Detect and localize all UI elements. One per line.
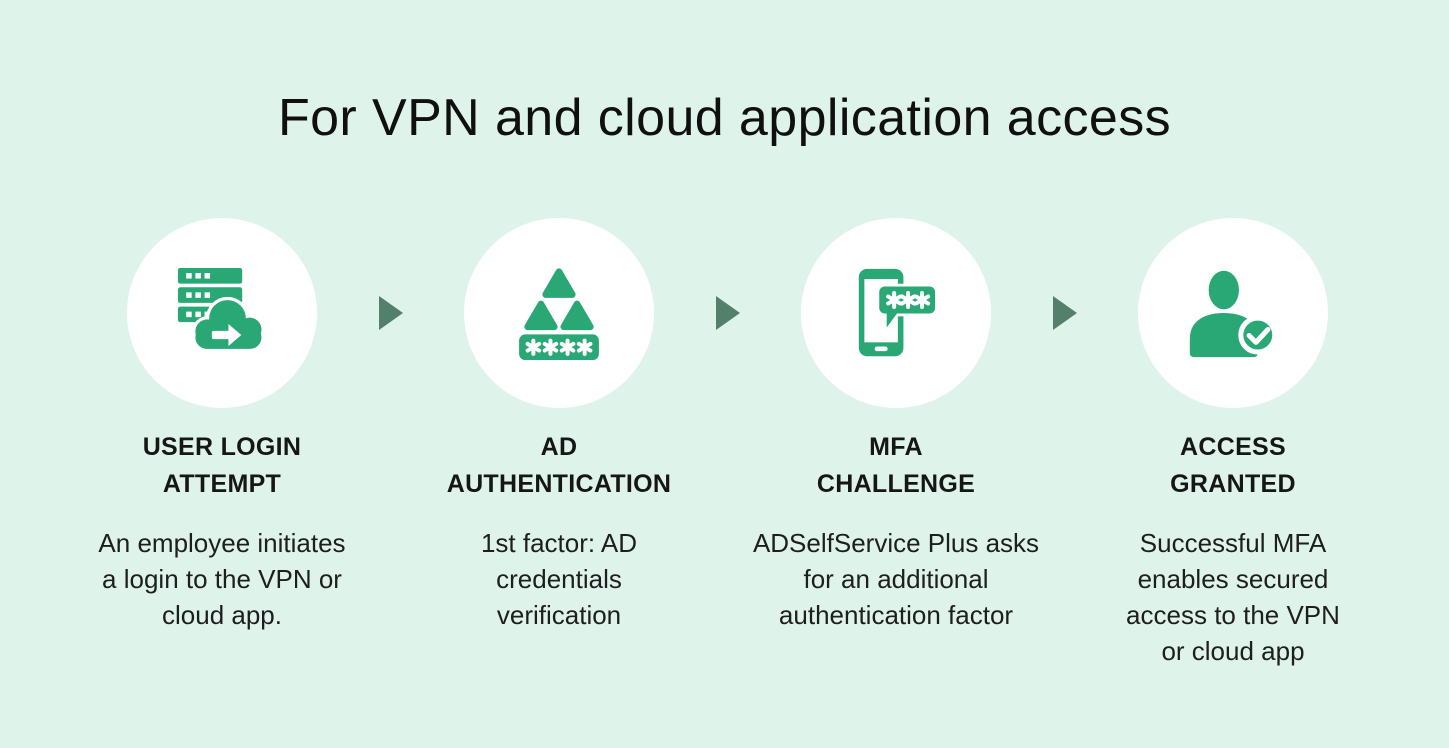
ad-triangles-password-icon bbox=[519, 267, 599, 360]
step-icon-circle bbox=[1138, 218, 1328, 408]
step-icon-circle bbox=[127, 218, 317, 408]
flow-arrow-cell bbox=[372, 218, 409, 408]
step-ad-authentication: AD AUTHENTICATION 1st factor: AD credent… bbox=[409, 218, 709, 633]
flow-arrow-icon bbox=[1052, 296, 1077, 330]
step-description: 1st factor: AD credentials verification bbox=[480, 528, 638, 630]
process-flow: USER LOGIN ATTEMPT An employee initiates… bbox=[0, 218, 1449, 669]
flow-arrow-icon bbox=[378, 296, 403, 330]
step-heading: ACCESS GRANTED bbox=[1170, 433, 1296, 498]
step-heading: MFA CHALLENGE bbox=[816, 433, 976, 498]
step-icon-circle bbox=[801, 218, 991, 408]
phone-otp-icon bbox=[858, 268, 937, 356]
step-heading: AD AUTHENTICATION bbox=[446, 433, 672, 498]
flow-arrow-cell bbox=[709, 218, 746, 408]
user-check-icon bbox=[1189, 270, 1278, 358]
step-mfa-challenge: MFA CHALLENGE ADSelfService Plus asks fo… bbox=[746, 218, 1046, 633]
step-description: ADSelfService Plus asks for an additiona… bbox=[752, 528, 1040, 630]
step-icon-circle bbox=[464, 218, 654, 408]
flow-arrow-cell bbox=[1046, 218, 1083, 408]
step-heading: USER LOGIN ATTEMPT bbox=[142, 433, 302, 498]
flow-arrow-icon bbox=[715, 296, 740, 330]
step-user-login-attempt: USER LOGIN ATTEMPT An employee initiates… bbox=[72, 218, 372, 633]
server-cloud-icon bbox=[177, 268, 265, 353]
step-access-granted: ACCESS GRANTED Successful MFA enables se… bbox=[1083, 218, 1383, 669]
page-title: For VPN and cloud application access bbox=[277, 89, 1172, 147]
step-description: Successful MFA enables secured access to… bbox=[1126, 528, 1340, 666]
step-description: An employee initiates a login to the VPN… bbox=[98, 528, 346, 630]
